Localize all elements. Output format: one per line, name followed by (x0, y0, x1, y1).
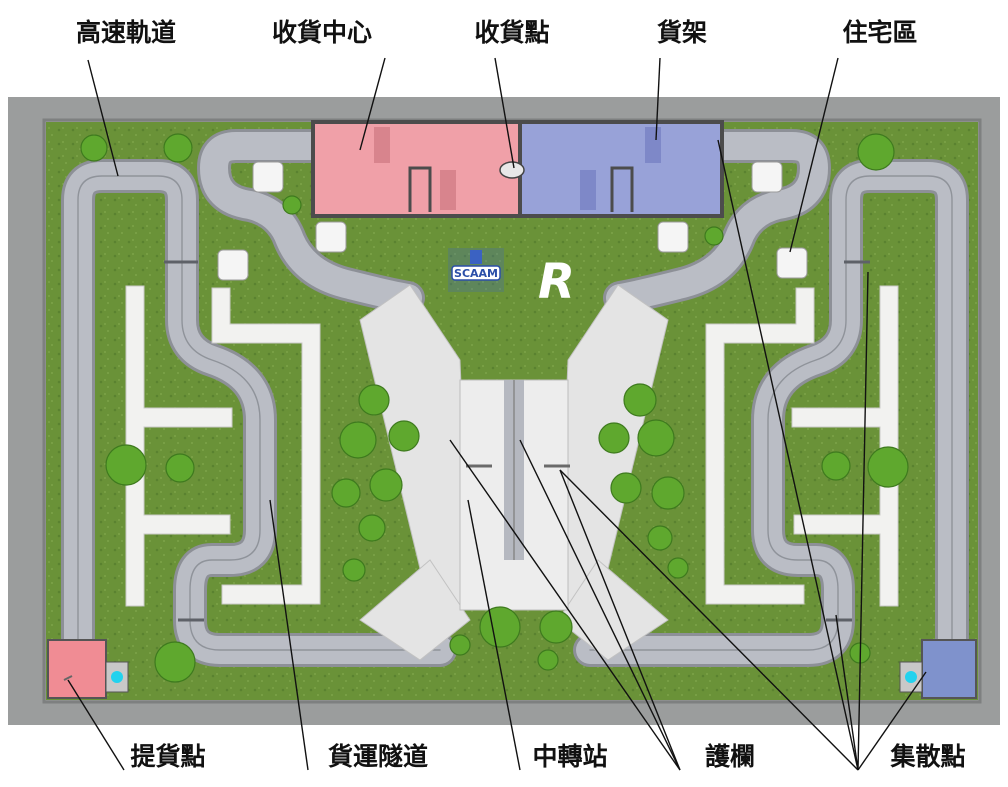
r-logo: R (538, 254, 575, 310)
label-receiving-point: 收貨點 (474, 18, 550, 47)
track-network (61, 129, 969, 667)
label-high-speed-track: 高速軌道 (75, 18, 177, 47)
receiving-center-building (311, 120, 522, 218)
label-receiving-center: 收貨中心 (271, 18, 373, 47)
label-pickup-point: 提貨點 (130, 742, 206, 771)
pickup-point-pad (47, 639, 107, 699)
label-shelf: 貨架 (656, 18, 708, 47)
residential-houses (217, 161, 808, 281)
label-guardrail: 護欄 (704, 742, 756, 771)
scaam-logo: SCAAM (448, 248, 504, 292)
scaam-logo-text: SCAAM (454, 267, 498, 280)
r-logo-text: R (538, 254, 575, 310)
collection-point-pad (921, 639, 977, 699)
receiving-point-marker (499, 161, 525, 179)
sensor-lights (105, 661, 923, 693)
label-residential-area: 住宅區 (842, 18, 918, 47)
maze-walls (125, 285, 899, 607)
annotation-lines (67, 57, 927, 771)
shelf-building (518, 120, 724, 218)
label-transfer-station: 中轉站 (532, 742, 608, 771)
label-collection-point: 集散點 (890, 742, 966, 771)
label-freight-tunnel: 貨運隧道 (327, 742, 429, 771)
